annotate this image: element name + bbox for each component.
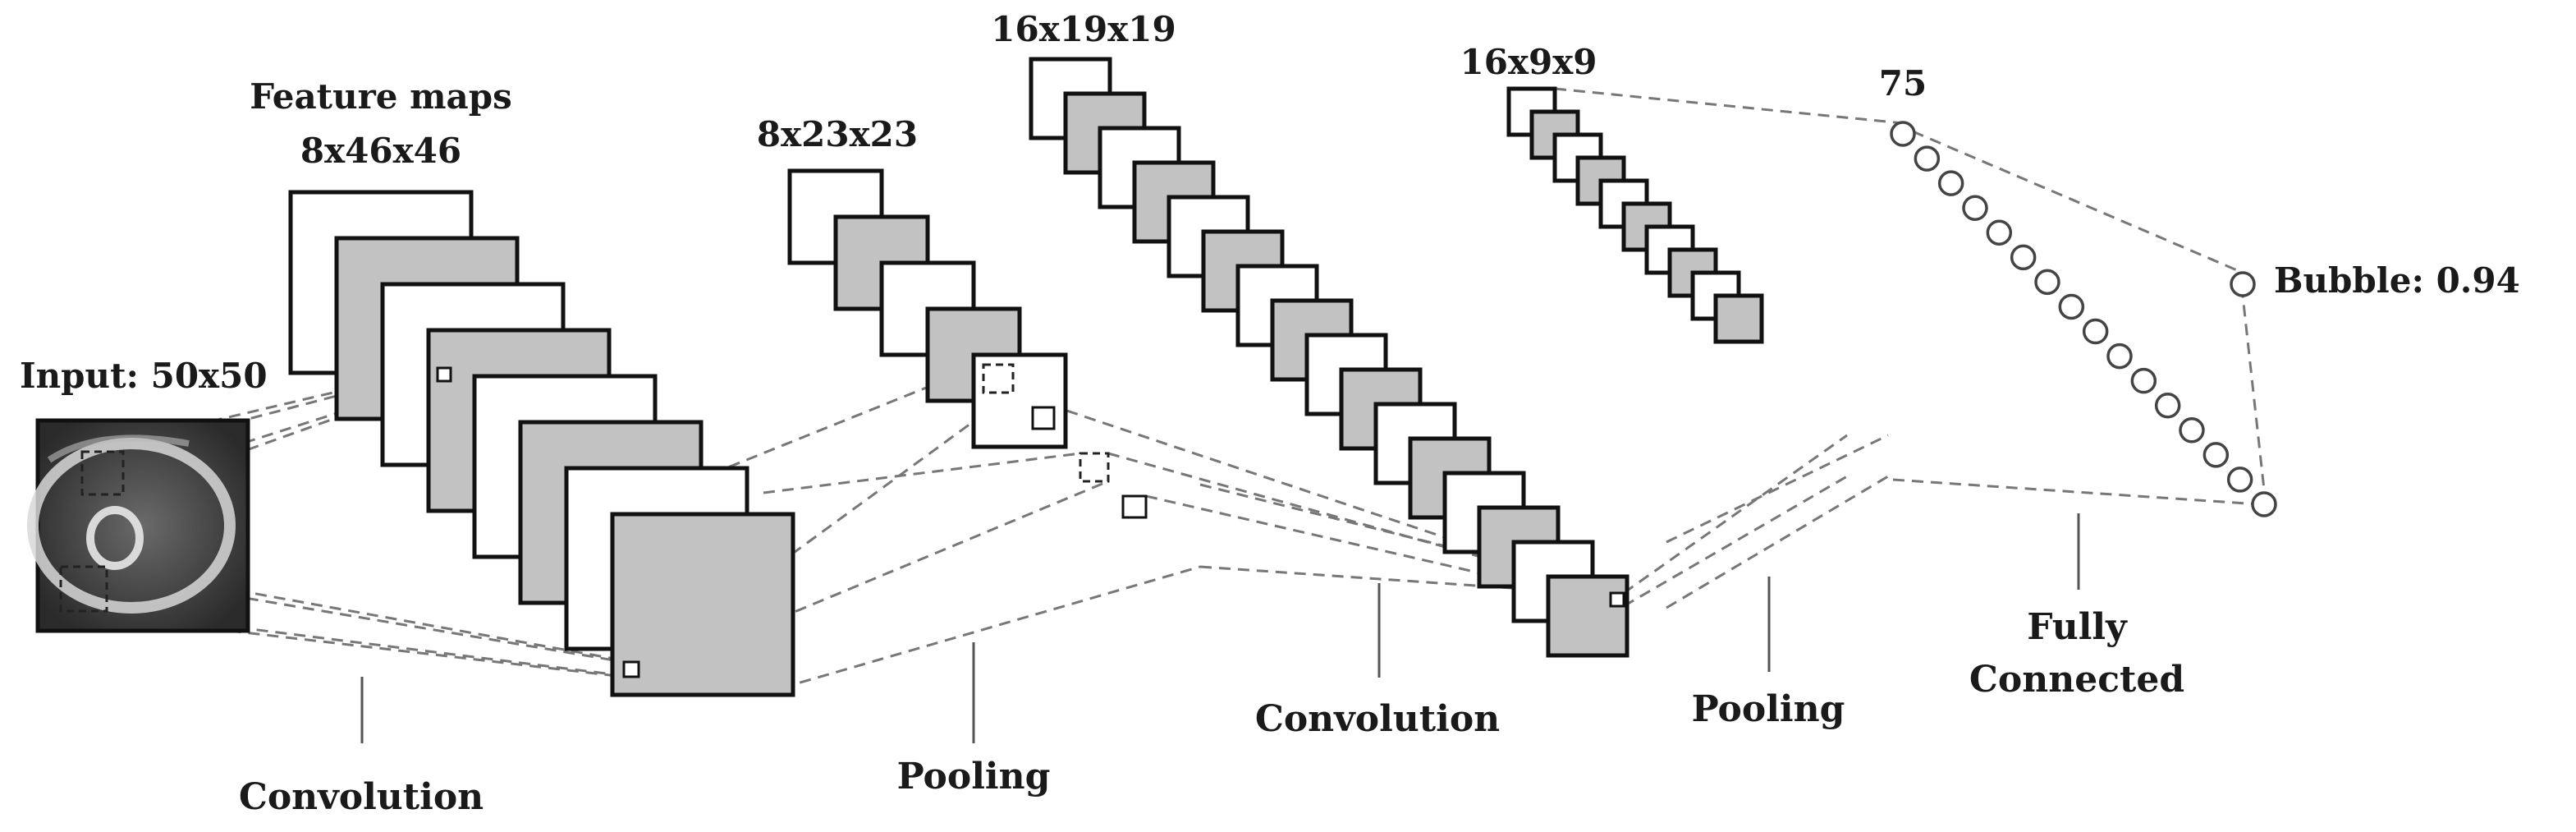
connector-line-6 <box>106 609 633 678</box>
connector-line-24 <box>1892 478 2260 506</box>
feature-maps-title: Feature maps <box>250 76 512 117</box>
connector-line-14 <box>1012 391 1611 595</box>
fc-node-11 <box>2130 367 2157 394</box>
connector-line-18 <box>1199 565 1561 593</box>
feature-maps-16x9x9 <box>1506 86 1764 344</box>
feature-map-8 <box>610 512 795 697</box>
pool1-dims-label: 8x23x23 <box>757 114 918 154</box>
connector-line-15 <box>1145 494 1625 608</box>
connector-line-26 <box>2241 295 2267 505</box>
patch-markers <box>436 363 1625 678</box>
pool2-dims-label: 16x9x9 <box>1460 42 1597 82</box>
stage-convolution-1: Convolution <box>239 776 484 818</box>
stage-ticks <box>360 513 2080 743</box>
pooled-map-5 <box>971 352 1068 449</box>
stage-fully-line1: Fully <box>2027 606 2128 648</box>
stage-pooling-2: Pooling <box>1692 688 1845 730</box>
feature-maps-16x19x19 <box>1029 57 1629 658</box>
fc-node-13 <box>2179 417 2205 444</box>
fc-node-10 <box>2106 342 2133 370</box>
connector-line-12 <box>763 452 1081 494</box>
output-label: Bubble: 0.94 <box>2274 260 2520 301</box>
fc-node-9 <box>2082 318 2109 345</box>
fc-node-16 <box>2251 491 2277 517</box>
conv2-map-16 <box>1546 574 1629 658</box>
conv2-dims-label: 16x19x19 <box>991 9 1176 49</box>
fc-node-3 <box>1937 170 1964 196</box>
fc-node-15 <box>2226 467 2253 493</box>
fully-connected-units <box>1890 121 2277 517</box>
pooled-map-2-10 <box>1713 293 1764 344</box>
feature-maps-8x23x23 <box>787 168 1068 449</box>
output-node <box>2230 271 2256 297</box>
stage-pooling-1: Pooling <box>897 756 1051 798</box>
connector-line-23 <box>1554 87 1904 125</box>
feature-maps-8x46x46 <box>288 190 795 697</box>
connector-line-13 <box>763 565 1201 695</box>
fc-node-6 <box>2010 244 2037 271</box>
fc-node-7 <box>2034 269 2060 296</box>
connector-line-20 <box>1623 475 1848 608</box>
fc-node-8 <box>2058 293 2085 320</box>
input-image <box>27 418 250 633</box>
connector-line-25 <box>1912 130 2244 274</box>
connector-line-21 <box>1666 434 1889 544</box>
fc-node-2 <box>1914 145 1941 172</box>
fc-node-12 <box>2154 392 2181 419</box>
stage-convolution-2: Convolution <box>1255 698 1500 740</box>
fc-node-5 <box>1986 219 2013 246</box>
stage-fully-line2: Connected <box>1969 659 2184 701</box>
feature-maps-dims: 8x46x46 <box>300 131 461 171</box>
fc-node-14 <box>2202 442 2230 468</box>
fc-node-4 <box>1962 195 1988 221</box>
connector-line-22 <box>1666 475 1889 609</box>
fc-units-label: 75 <box>1879 63 1927 103</box>
fc-node-1 <box>1890 121 1916 147</box>
connector-line-5 <box>106 565 633 664</box>
input-label: Input: 50x50 <box>20 356 268 396</box>
connector-line-19 <box>1623 434 1848 595</box>
